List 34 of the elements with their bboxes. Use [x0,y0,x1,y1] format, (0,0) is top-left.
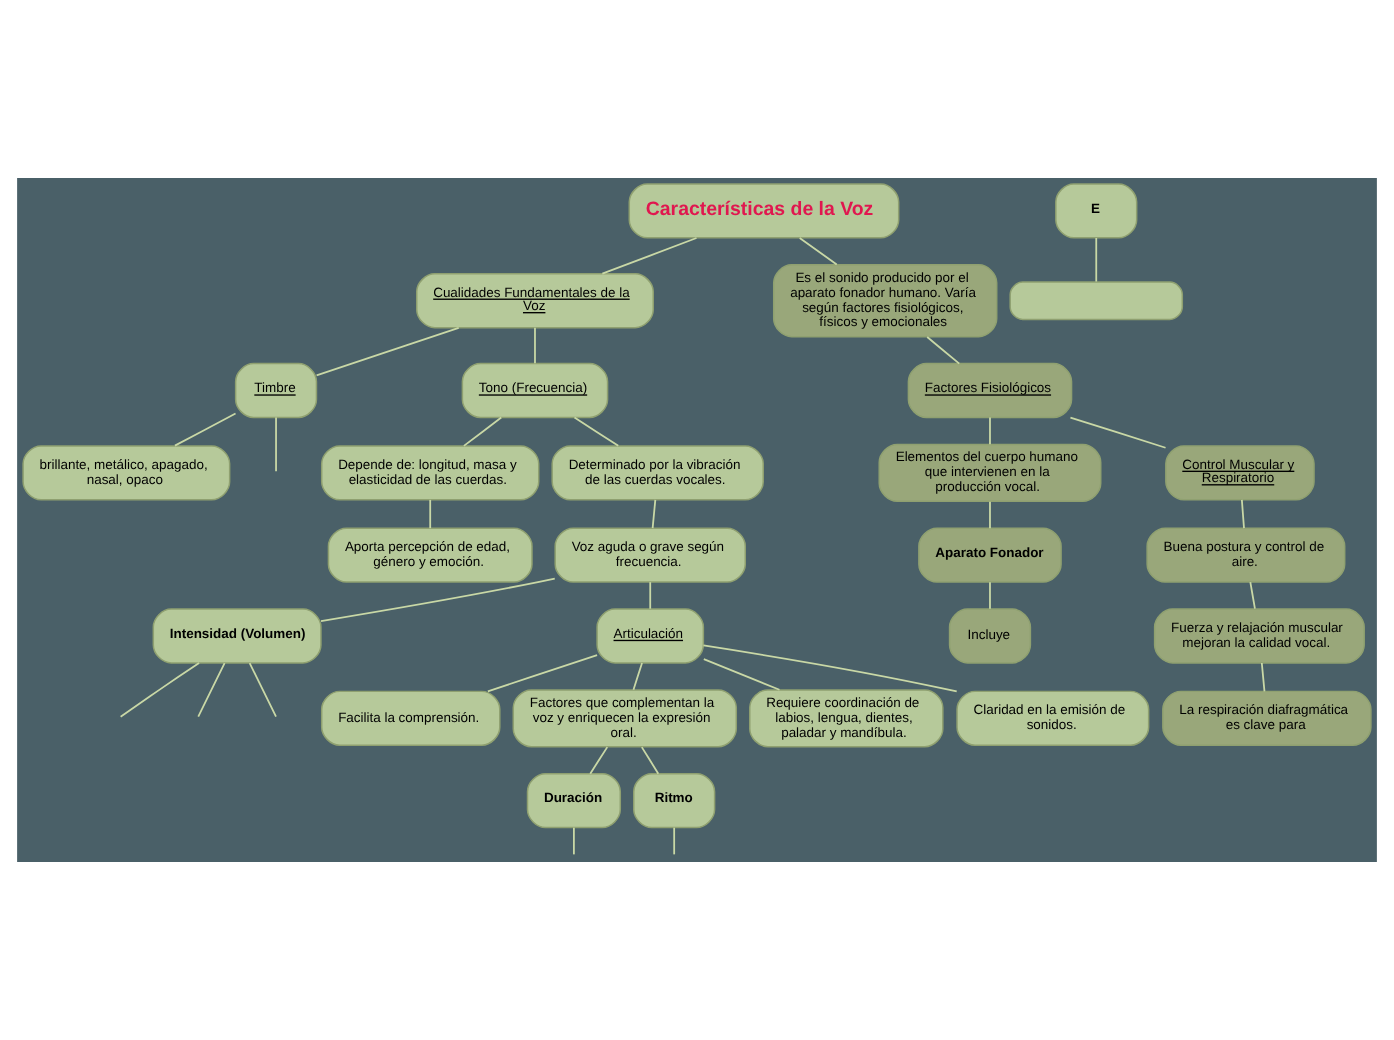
connector [601,237,698,275]
connector [315,326,460,377]
connector [798,237,838,266]
connector [651,499,657,530]
connector [989,500,991,530]
node-box [1009,281,1184,321]
connector [1069,416,1167,449]
connector [702,644,958,693]
node-box: Características de la Voz [628,183,900,239]
connector [1249,581,1256,610]
connector [275,416,277,473]
connector [702,658,781,691]
connector [429,499,432,530]
connector [462,416,503,447]
connector [673,826,676,856]
connector [248,662,277,718]
connector [573,416,620,447]
connector [174,412,237,447]
connector [320,577,556,622]
connector [197,662,226,718]
connector [649,581,652,610]
connector [573,826,575,856]
connector [632,662,643,691]
connector [640,746,660,775]
connector [589,746,609,775]
connector [486,654,598,693]
connector [1240,499,1245,530]
connector [119,662,200,718]
connector [926,336,961,365]
connector [989,416,991,446]
connector [1260,662,1266,693]
connector [989,581,991,610]
connector [534,326,536,365]
connector [1095,237,1098,283]
